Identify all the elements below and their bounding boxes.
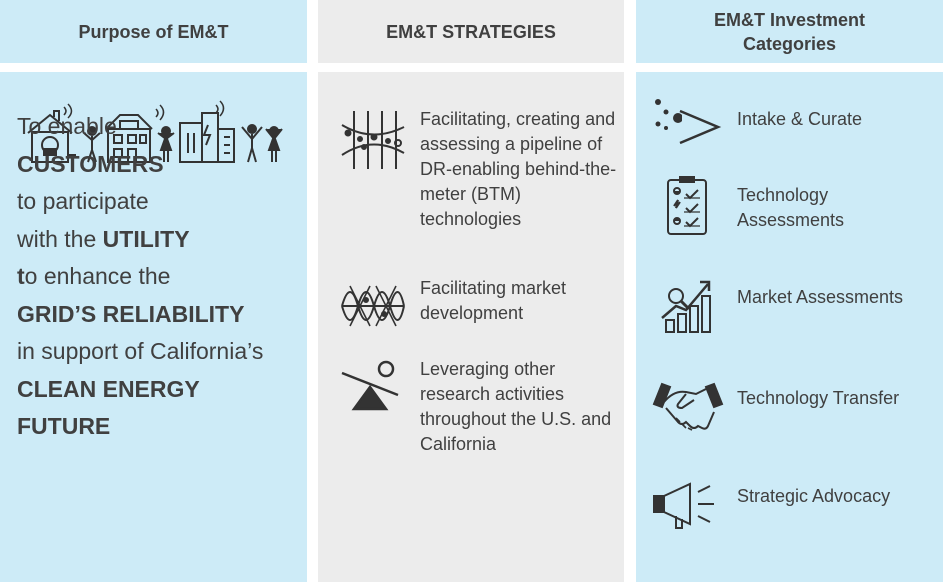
wave-sine-icon <box>340 276 406 342</box>
purpose-header: Purpose of EM&T <box>0 0 307 63</box>
lever-fulcrum-icon <box>340 357 406 423</box>
category-text: Market Assessments <box>737 287 904 307</box>
strategy-text: Facilitating market development <box>420 278 567 323</box>
category-text: Technology Transfer <box>737 388 900 408</box>
community-illustration-icon <box>20 95 290 165</box>
category-text: Intake & Curate <box>737 109 863 129</box>
intake-dots-icon <box>652 98 682 138</box>
strategies-header-label: EM&T STRATEGIES <box>386 21 556 42</box>
rising-bar-chart-icon <box>652 278 722 340</box>
categories-header: EM&T Investment Categories <box>636 0 943 63</box>
purpose-panel <box>0 72 307 582</box>
pipeline-graph-icon <box>340 107 406 173</box>
strategies-header: EM&T STRATEGIES <box>318 0 624 63</box>
categories-panel <box>636 72 943 582</box>
clipboard-checklist-icon <box>652 176 722 238</box>
megaphone-icon <box>652 482 722 544</box>
strategy-text: Facilitating, creating and assessing a p… <box>420 109 617 229</box>
purpose-statement: To enable CUSTOMERS to participate with … <box>17 113 264 439</box>
categories-header-label: EM&T Investment Categories <box>713 9 866 54</box>
category-text: Technology Assessments <box>737 185 845 230</box>
handshake-icon <box>652 380 724 442</box>
category-text: Strategic Advocacy <box>737 486 891 506</box>
purpose-header-label: Purpose of EM&T <box>78 21 229 42</box>
funnel-chevron-icon <box>652 107 722 169</box>
strategy-text: Leveraging other research activities thr… <box>420 359 612 454</box>
